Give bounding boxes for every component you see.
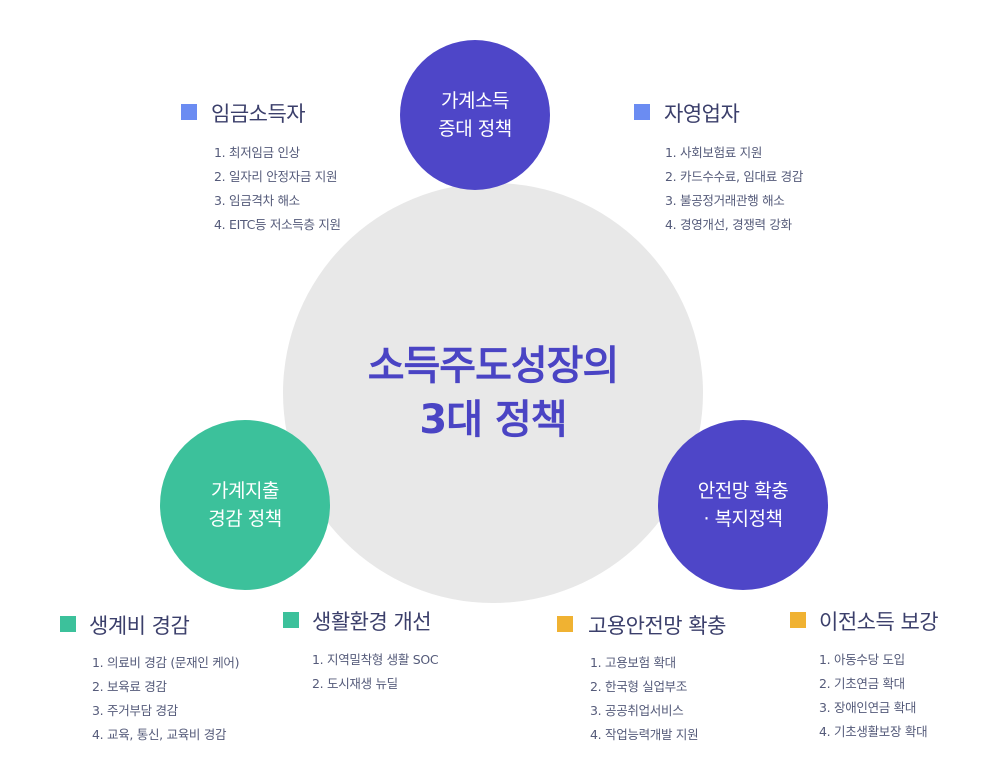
list-item: 4. 작업능력개발 지원 bbox=[590, 727, 699, 742]
household-expense-line2: 경감 정책 bbox=[208, 508, 282, 530]
env-square-icon bbox=[283, 612, 299, 628]
list-item: 2. 일자리 안정자금 지원 bbox=[214, 169, 338, 184]
list-item: 1. 고용보험 확대 bbox=[590, 655, 676, 670]
env-list: 1. 지역밀착형 생활 SOC 2. 도시재생 뉴딜 bbox=[312, 648, 439, 696]
household-income-circle: 가계소득 증대 정책 bbox=[400, 40, 550, 190]
list-item: 3. 장애인연금 확대 bbox=[819, 700, 917, 715]
household-income-line1: 가계소득 bbox=[441, 90, 509, 112]
list-item: 3. 주거부담 경감 bbox=[92, 703, 178, 718]
list-item: 2. 기초연금 확대 bbox=[819, 676, 905, 691]
center-title-line2: 3대 정책 bbox=[419, 397, 567, 443]
employ-list: 1. 고용보험 확대 2. 한국형 실업부조 3. 공공취업서비스 4. 작업능… bbox=[590, 651, 699, 747]
list-item: 4. 경영개선, 경쟁력 강화 bbox=[665, 217, 792, 232]
center-circle: 소득주도성장의 3대 정책 bbox=[283, 183, 703, 603]
list-item: 1. 사회보험료 지원 bbox=[665, 145, 763, 160]
safety-net-line2: · 복지정책 bbox=[703, 508, 784, 530]
self-list: 1. 사회보험료 지원 2. 카드수수료, 임대료 경감 3. 불공정거래관행 … bbox=[665, 141, 803, 237]
list-item: 1. 의료비 경감 (문재인 케어) bbox=[92, 655, 240, 670]
list-item: 4. EITC등 저소득층 지원 bbox=[214, 217, 341, 232]
list-item: 4. 교육, 통신, 교육비 경감 bbox=[92, 727, 227, 742]
employ-square-icon bbox=[557, 616, 573, 632]
living-title: 생계비 경감 bbox=[89, 614, 190, 638]
list-item: 4. 기초생활보장 확대 bbox=[819, 724, 928, 739]
list-item: 3. 임금격차 해소 bbox=[214, 193, 300, 208]
wage-list: 1. 최저임금 인상 2. 일자리 안정자금 지원 3. 임금격차 해소 4. … bbox=[214, 141, 341, 237]
living-square-icon bbox=[60, 616, 76, 632]
transfer-list: 1. 아동수당 도입 2. 기초연금 확대 3. 장애인연금 확대 4. 기초생… bbox=[819, 648, 928, 744]
household-expense-circle: 가계지출 경감 정책 bbox=[160, 420, 330, 590]
household-income-line2: 증대 정책 bbox=[438, 118, 512, 140]
list-item: 2. 보육료 경감 bbox=[92, 679, 167, 694]
self-square-icon bbox=[634, 104, 650, 120]
transfer-title: 이전소득 보강 bbox=[819, 610, 939, 634]
wage-title: 임금소득자 bbox=[211, 102, 306, 126]
employ-title: 고용안전망 확충 bbox=[588, 614, 726, 638]
safety-net-circle: 안전망 확충 · 복지정책 bbox=[658, 420, 828, 590]
safety-net-line1: 안전망 확충 bbox=[697, 480, 789, 502]
list-item: 3. 공공취업서비스 bbox=[590, 703, 684, 718]
living-list: 1. 의료비 경감 (문재인 케어) 2. 보육료 경감 3. 주거부담 경감 … bbox=[92, 651, 239, 747]
center-title-line1: 소득주도성장의 bbox=[367, 343, 620, 389]
list-item: 2. 카드수수료, 임대료 경감 bbox=[665, 169, 804, 184]
household-expense-line1: 가계지출 bbox=[211, 480, 279, 502]
transfer-square-icon bbox=[790, 612, 806, 628]
wage-square-icon bbox=[181, 104, 197, 120]
list-item: 3. 불공정거래관행 해소 bbox=[665, 193, 785, 208]
env-title: 생활환경 개선 bbox=[312, 610, 432, 634]
list-item: 2. 도시재생 뉴딜 bbox=[312, 676, 398, 691]
list-item: 2. 한국형 실업부조 bbox=[590, 679, 688, 694]
self-title: 자영업자 bbox=[664, 102, 740, 126]
list-item: 1. 지역밀착형 생활 SOC bbox=[312, 652, 439, 667]
list-item: 1. 최저임금 인상 bbox=[214, 145, 300, 160]
list-item: 1. 아동수당 도입 bbox=[819, 652, 905, 667]
